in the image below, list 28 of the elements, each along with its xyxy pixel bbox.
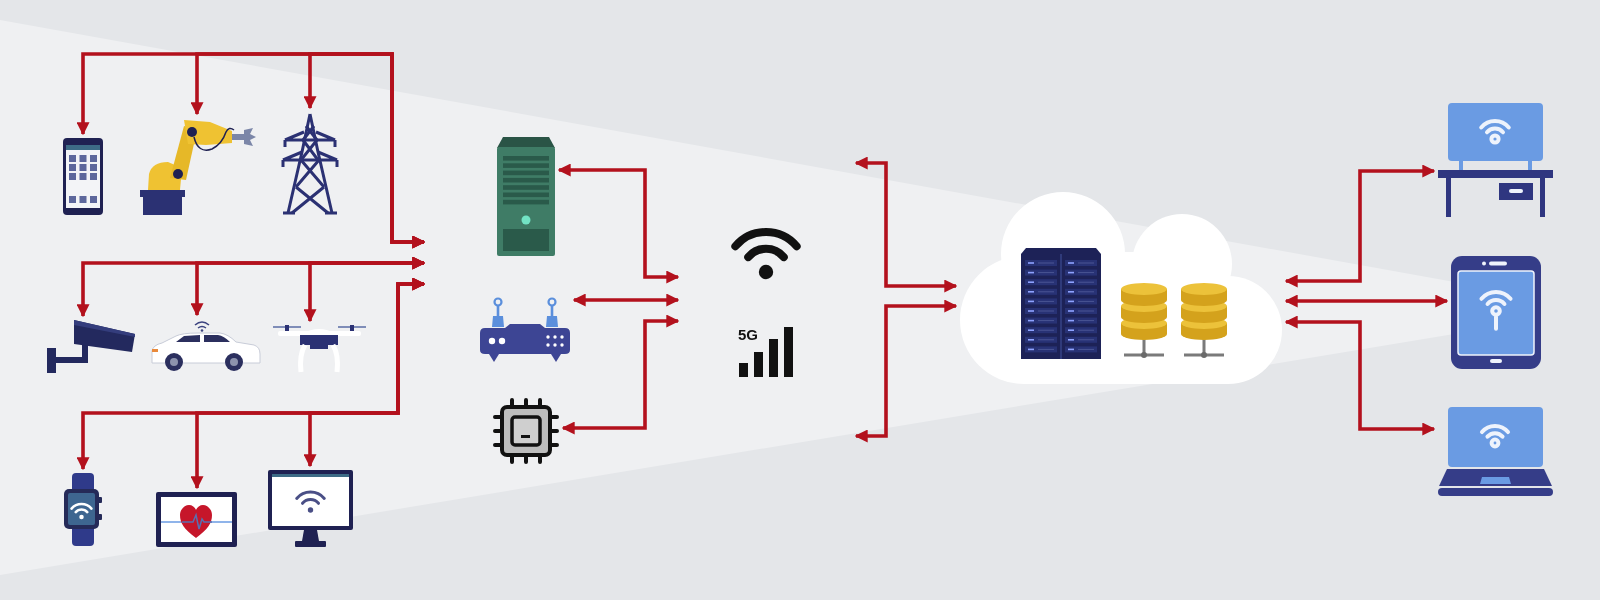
computer-monitor-icon: [268, 470, 353, 547]
tablet-icon: [1451, 256, 1541, 369]
double-headed-arrow: [303, 277, 426, 468]
double-headed-arrow: [303, 256, 426, 323]
heart-monitor-icon: [156, 492, 237, 547]
server-tower-icon: [497, 137, 555, 256]
robot-arm-icon: [140, 118, 257, 215]
double-headed-arrow: [561, 314, 680, 435]
router-icon: [480, 297, 570, 362]
double-headed-arrow: [557, 163, 680, 284]
double-headed-arrow: [1284, 294, 1449, 308]
double-headed-arrow: [1284, 164, 1436, 288]
microchip-icon: [493, 398, 559, 464]
double-headed-arrow: [303, 52, 426, 249]
power-pylon-icon: [282, 112, 338, 215]
wifi-icon: [729, 226, 803, 281]
security-camera-icon: [47, 320, 135, 373]
car-icon: [150, 319, 260, 373]
laptop-icon: [1438, 407, 1553, 496]
double-headed-arrow: [1284, 315, 1436, 436]
smartwatch-icon: [64, 473, 102, 546]
double-headed-arrow: [854, 156, 958, 293]
smartphone-icon: [63, 138, 103, 215]
double-headed-arrow: [854, 299, 958, 443]
double-headed-arrow: [572, 293, 680, 307]
drone-icon: [272, 325, 367, 373]
network-label: 5G: [738, 327, 758, 342]
desk-monitor-icon: [1438, 103, 1553, 217]
